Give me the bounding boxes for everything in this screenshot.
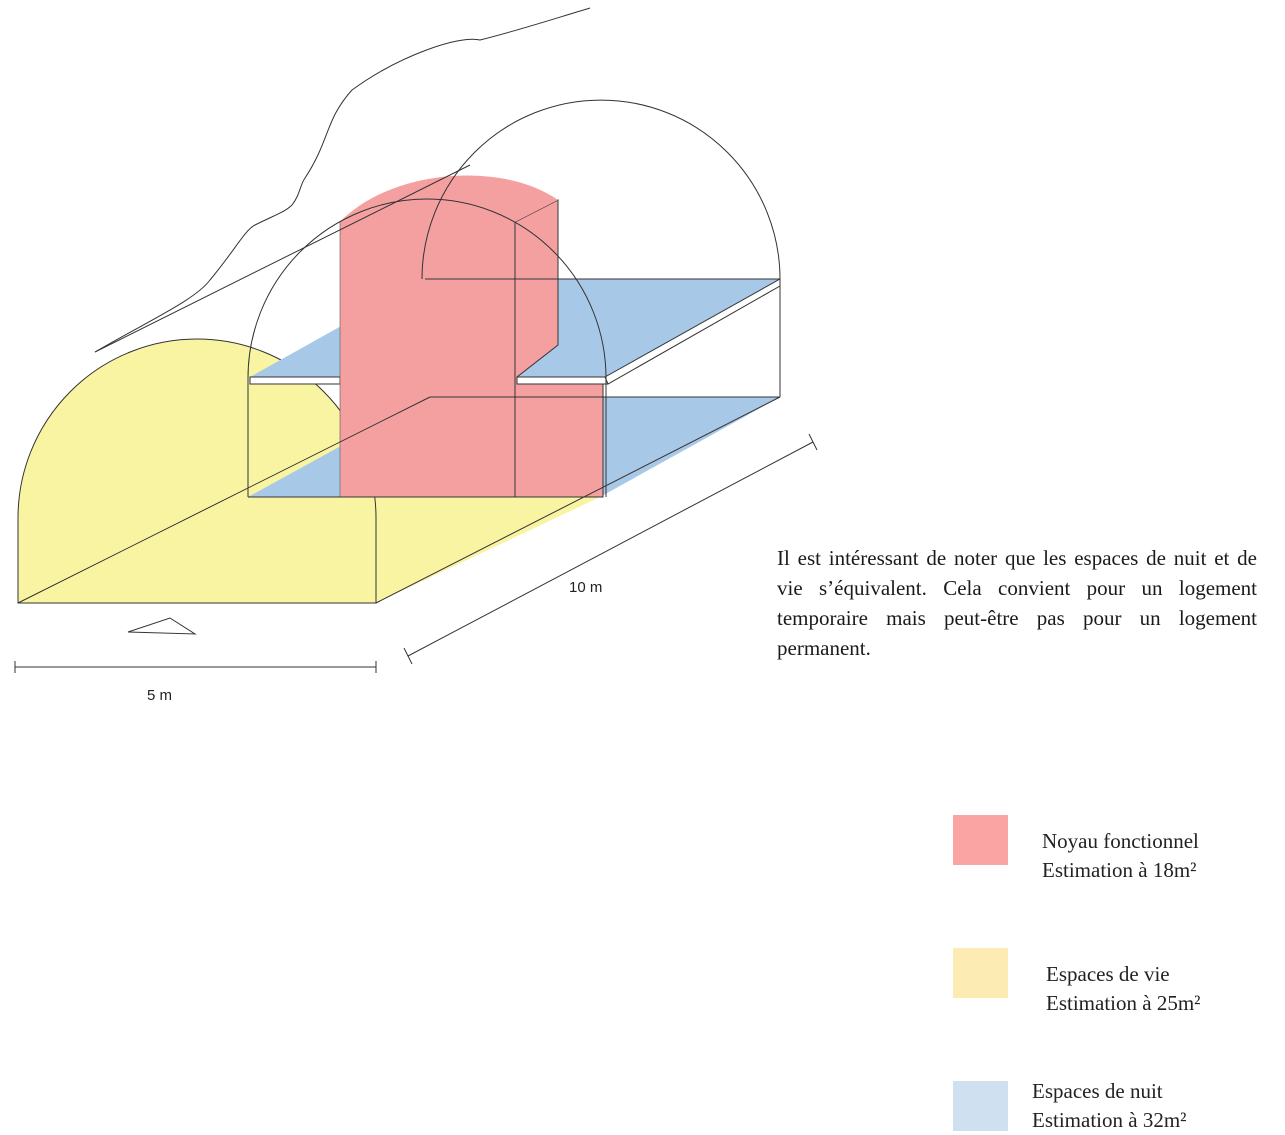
legend-noyau-title: Noyau fonctionnel [1042, 829, 1199, 853]
legend-vie-title: Espaces de vie [1046, 962, 1170, 986]
edge-top-left [94, 164, 471, 353]
edge-floor-left [17, 396, 431, 604]
middle-arch [247, 198, 607, 497]
legend-label-vie: Espaces de vie Estimation à 25m² [1046, 960, 1200, 1018]
core-front-face [340, 191, 515, 497]
legend-swatch-vie [953, 948, 1008, 998]
mezzanine-edge-right [516, 376, 609, 385]
legend-vie-estimate: Estimation à 25m² [1046, 991, 1201, 1015]
depth-dimension-label: 10 m [569, 579, 602, 596]
legend-nuit-estimate: Estimation à 32m² [1032, 1108, 1187, 1132]
legend-swatch-noyau [953, 815, 1008, 865]
terrain-contour [94, 7, 591, 353]
isometric-housing-diagram: 5 m 10 m [14, 7, 818, 704]
depth-dimension-line [407, 441, 814, 657]
legend-swatch-nuit [953, 1081, 1008, 1131]
legend-noyau-estimate: Estimation à 18m² [1042, 858, 1197, 882]
diagram-canvas: 5 m 10 m Noyau fonctionnel Estimation à … [14, 7, 1257, 1132]
edge-floor-right [375, 396, 781, 604]
orientation-arrow [127, 617, 197, 635]
legend-label-noyau: Noyau fonctionnel Estimation à 18m² [1042, 827, 1199, 885]
depth-dimension-tick-near [403, 647, 413, 665]
legend-nuit-title: Espaces de nuit [1032, 1079, 1163, 1103]
note-paragraph: Il est intéressant de noter que les espa… [777, 546, 1257, 660]
depth-dimension-tick-far [808, 433, 818, 451]
mezzanine-edge-left [249, 376, 341, 385]
width-dimension-label: 5 m [147, 687, 172, 704]
core-top [340, 175, 558, 222]
legend-label-nuit: Espaces de nuit Estimation à 32m² [1032, 1077, 1186, 1135]
back-arch [421, 99, 781, 397]
